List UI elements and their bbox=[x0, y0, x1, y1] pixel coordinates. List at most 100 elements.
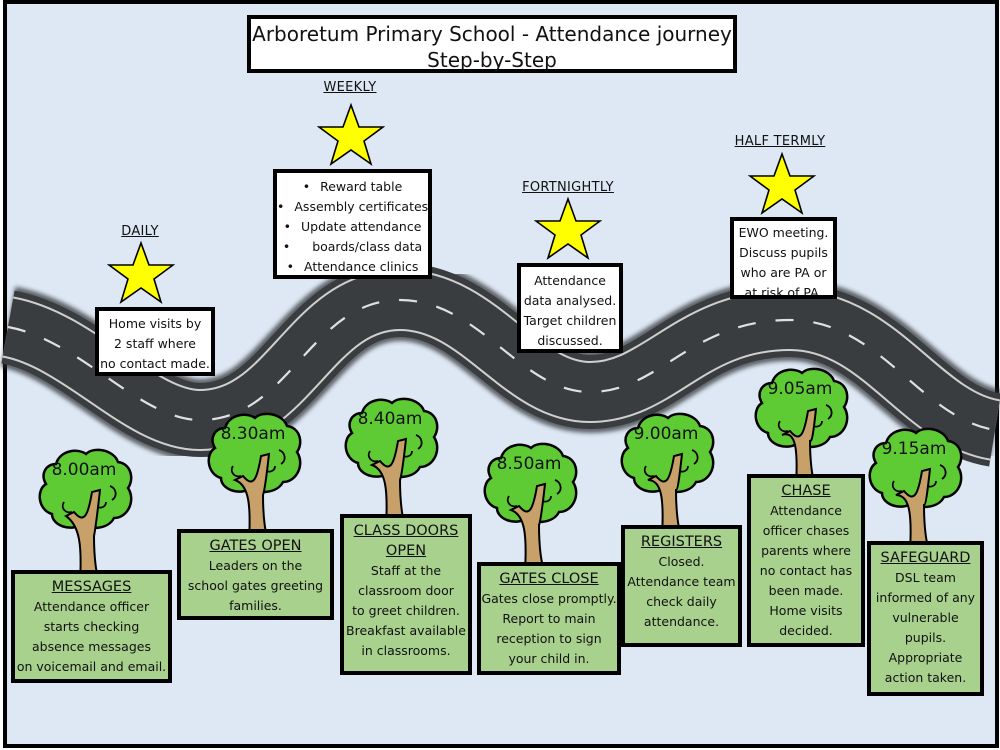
step-heading: MESSAGES bbox=[51, 579, 132, 595]
frequency-label-fortnightly: FORTNIGHTLY bbox=[522, 180, 614, 195]
step-line: reception to sign bbox=[496, 631, 602, 646]
tree-trunk bbox=[369, 437, 408, 527]
frequency-label-weekly: WEEKLY bbox=[323, 80, 377, 95]
step-line: officer chases bbox=[762, 523, 850, 538]
step-line: action taken. bbox=[884, 670, 967, 685]
note-line: Discuss pupils bbox=[739, 245, 828, 260]
note-line: discussed. bbox=[537, 333, 603, 348]
star-icon bbox=[107, 240, 175, 304]
step-heading: REGISTERS bbox=[640, 534, 723, 550]
step-time-label: 8.30am bbox=[220, 424, 286, 444]
step-registers: REGISTERS Closed. Attendance team check … bbox=[621, 525, 742, 647]
step-class-doors-open: CLASS DOORS OPEN Staff at the classroom … bbox=[340, 514, 472, 675]
step-line: DSL team bbox=[895, 570, 956, 585]
note-line: data analysed. bbox=[523, 293, 617, 308]
note-fortnightly: Attendance data analysed. Target childre… bbox=[517, 263, 623, 353]
step-line: Attendance bbox=[770, 503, 842, 518]
note-line: Target children bbox=[523, 313, 617, 328]
step-line: Report to main bbox=[502, 611, 596, 626]
tree-trunk bbox=[64, 488, 102, 583]
note-bullet-list: Reward table Assembly certificates Updat… bbox=[277, 177, 428, 275]
tree-icon bbox=[207, 412, 302, 542]
star-icon bbox=[534, 196, 602, 260]
step-line: Home visits bbox=[769, 603, 843, 618]
step-messages: MESSAGES Attendance officer starts check… bbox=[11, 570, 172, 683]
star-icon bbox=[748, 151, 816, 215]
tree-trunk bbox=[895, 467, 932, 552]
tree-trunk bbox=[647, 452, 684, 537]
step-line: families. bbox=[229, 598, 282, 613]
step-time-label: 8.40am bbox=[357, 409, 423, 429]
step-time-label: 8.00am bbox=[51, 460, 117, 480]
note-bullet: Update attendance bbox=[277, 217, 428, 237]
step-gates-open: GATES OPEN Leaders on the school gates g… bbox=[177, 529, 334, 620]
tree-icon bbox=[344, 397, 439, 527]
note-bullet: Attendance clinics bbox=[277, 257, 428, 275]
tree-icon bbox=[483, 442, 578, 572]
step-line: no contact has bbox=[759, 563, 853, 578]
note-bullet-continued: boards/class data bbox=[312, 239, 423, 254]
step-time-label: 9.05am bbox=[767, 379, 833, 399]
tree-6: 9.05am bbox=[752, 365, 852, 494]
step-heading-line-2: OPEN bbox=[385, 543, 427, 559]
tree-1: 8.00am bbox=[36, 446, 136, 590]
tree-2: 8.30am bbox=[205, 410, 305, 549]
step-line: Leaders on the bbox=[208, 558, 303, 573]
note-line: Home visits by bbox=[108, 316, 202, 331]
step-heading: GATES OPEN bbox=[209, 538, 302, 554]
step-line: Breakfast available bbox=[346, 623, 466, 638]
note-half-termly: EWO meeting. Discuss pupils who are PA o… bbox=[730, 217, 837, 299]
note-bullet: Assembly certificates bbox=[277, 197, 428, 217]
note-weekly: Reward table Assembly certificates Updat… bbox=[273, 169, 432, 279]
tree-icon bbox=[868, 427, 963, 552]
step-chase: CHASE Attendance officer chases parents … bbox=[747, 474, 865, 647]
note-line: EWO meeting. bbox=[738, 225, 829, 240]
note-line: no contact made. bbox=[100, 356, 210, 371]
tree-7: 9.15am bbox=[866, 425, 966, 559]
step-line: starts checking bbox=[43, 619, 140, 634]
step-line: to greet children. bbox=[352, 603, 460, 618]
tree-5: 9.00am bbox=[618, 410, 718, 544]
star-icon bbox=[317, 102, 385, 166]
step-line: been made. bbox=[768, 583, 844, 598]
step-time-label: 9.00am bbox=[633, 424, 699, 444]
title-line-2: Step-by-Step bbox=[427, 48, 557, 72]
step-heading: GATES CLOSE bbox=[499, 571, 599, 587]
step-heading: SAFEGUARD bbox=[880, 550, 971, 566]
step-line: pupils. bbox=[904, 630, 947, 645]
note-line: 2 staff where bbox=[114, 336, 196, 351]
note-line: who are PA or bbox=[740, 265, 827, 280]
tree-4: 8.50am bbox=[481, 440, 581, 579]
step-heading: CLASS DOORS bbox=[353, 523, 459, 539]
step-line: decided. bbox=[779, 623, 833, 638]
step-line: Attendance officer bbox=[33, 599, 150, 614]
step-line: your child in. bbox=[508, 651, 590, 666]
note-line: Attendance bbox=[534, 273, 606, 288]
note-daily: Home visits by 2 staff where no contact … bbox=[95, 307, 215, 376]
road bbox=[0, 258, 1000, 471]
step-line: in classrooms. bbox=[361, 643, 451, 658]
step-line: school gates greeting bbox=[187, 578, 324, 593]
step-gates-close: GATES CLOSE Gates close promptly. Report… bbox=[477, 562, 621, 675]
note-bullet: Reward table bbox=[277, 177, 428, 197]
step-line: Attendance team bbox=[627, 574, 736, 589]
step-line: parents where bbox=[761, 543, 851, 558]
step-line: check daily bbox=[646, 594, 717, 609]
note-bullet: boards/class data bbox=[277, 237, 428, 257]
tree-icon bbox=[620, 412, 715, 537]
step-line: classroom door bbox=[358, 583, 454, 598]
step-time-label: 8.50am bbox=[496, 454, 562, 474]
note-line: at risk of PA. bbox=[744, 285, 823, 299]
step-line: on voicemail and email. bbox=[16, 659, 167, 674]
step-line: absence messages bbox=[32, 639, 151, 654]
frequency-label-daily: DAILY bbox=[121, 224, 159, 239]
tree-3: 8.40am bbox=[342, 395, 442, 534]
page-title: Arboretum Primary School - Attendance jo… bbox=[247, 15, 737, 73]
step-line: attendance. bbox=[643, 614, 720, 629]
tree-icon bbox=[38, 448, 133, 583]
tree-trunk bbox=[508, 482, 547, 572]
step-time-label: 9.15am bbox=[881, 439, 947, 459]
title-line-1: Arboretum Primary School - Attendance jo… bbox=[252, 22, 732, 46]
step-safeguard: SAFEGUARD DSL team informed of any vulne… bbox=[867, 541, 984, 696]
